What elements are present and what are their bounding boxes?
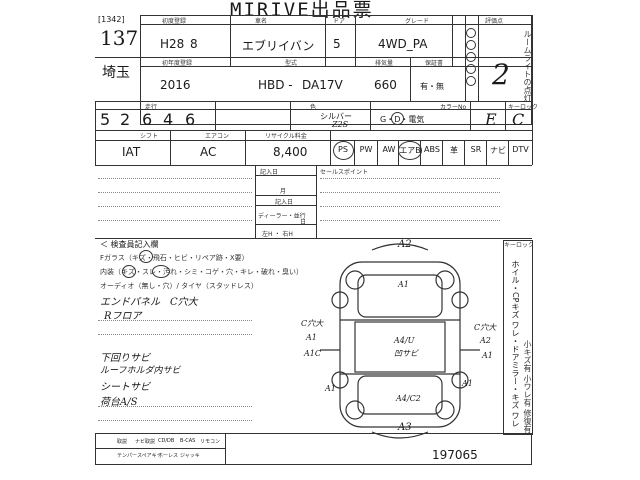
equip-pw: PW xyxy=(359,145,373,154)
barcode-number: 197065 xyxy=(432,448,478,462)
interior-line: 内装（キズ・スレ・汚れ・シミ・コゲ・穴・キレ・破れ・臭い） xyxy=(100,268,303,276)
mark-left-mid: A1C xyxy=(304,349,321,358)
footer-label-7: スペアキー xyxy=(137,453,162,459)
color-code: Z2S xyxy=(332,120,349,129)
dealer-label: ディーラー・並行 xyxy=(258,213,306,220)
mark-left-front2: A1 xyxy=(306,333,317,342)
mark-right-front: C穴大 xyxy=(474,323,497,332)
year-month: 8 xyxy=(190,37,198,51)
equip-dtv: DTV xyxy=(512,145,529,154)
note-line-3: 下回りサビ xyxy=(100,353,150,364)
note-line-1: エンドパネル C穴大 xyxy=(100,297,198,308)
overall-score: 2 xyxy=(492,58,510,91)
mark-right-front2: A2 xyxy=(480,336,491,345)
lot-number: 137 xyxy=(100,26,139,50)
handle-label: 左H ・ 右H xyxy=(262,231,293,238)
form-frame xyxy=(140,15,532,125)
mileage-digit-2: 2 xyxy=(120,110,131,129)
mileage-digit-1: 5 xyxy=(100,110,111,129)
mileage-digit-3: 6 xyxy=(142,110,153,129)
mark-hood: A1 xyxy=(398,280,409,289)
mark-center2: 凹サビ xyxy=(394,349,418,358)
equip-navi: ナビ xyxy=(490,146,506,155)
car-diagram xyxy=(320,243,480,439)
note-line-4: ルーフホルダ内サビ xyxy=(100,366,181,376)
shift-value: IAT xyxy=(122,145,141,159)
model-year: 2016 xyxy=(160,78,191,92)
doors-value: 5 xyxy=(333,37,341,51)
mileage-digit-5: 6 xyxy=(185,110,196,129)
lot-code: [1342] xyxy=(98,15,125,24)
footer-label-8: ホーレス xyxy=(158,453,179,459)
audio-line: オーディオ（無し・穴）/ タイヤ（スタッドレス） xyxy=(100,282,258,290)
model-code: DA17V xyxy=(302,78,343,92)
mark-rear: A4/C2 xyxy=(396,394,421,403)
side-box-key: キーロック xyxy=(504,242,535,249)
equip-leather: 革 xyxy=(450,146,458,155)
displacement: 660 xyxy=(374,78,397,92)
exterior-grade: C xyxy=(512,110,525,129)
interior-grade: E xyxy=(485,110,497,129)
equip-sr: SR xyxy=(470,145,482,154)
mark-right-mid: A1 xyxy=(482,351,493,360)
footer-label-1: 取説 xyxy=(117,439,128,445)
car-name: エブリイバン xyxy=(242,39,315,53)
mark-left-front: C穴大 xyxy=(301,319,324,328)
note-line-6: 荷台A/S xyxy=(100,397,138,408)
note-line-5: シートサビ xyxy=(100,382,150,393)
glass-line: Fガラス（キズ・飛石・ヒビ・リペア跡・X要） xyxy=(100,254,249,262)
mark-center: A4/U xyxy=(394,336,415,345)
footer-label-2: ナビ取説 xyxy=(135,439,156,445)
footer-label-5: リモコン xyxy=(200,439,221,445)
inspector-note-label: ＜ 検査員記入欄 xyxy=(100,240,159,249)
mark-right-rear: A1 xyxy=(462,379,473,388)
mark-bottom: A3 xyxy=(398,422,412,433)
year-era: H28 xyxy=(160,37,185,51)
footer-label-4: B-CAS xyxy=(180,438,196,444)
footer-label-3: CD/DB xyxy=(158,438,175,444)
footer-label-9: ジャッキ xyxy=(180,453,200,459)
grade-value: 4WD_PA xyxy=(378,37,428,51)
note-line-2: Rフロア xyxy=(104,311,142,322)
equip-side-label: ルームライトの点灯 xyxy=(523,30,532,102)
lot-region: 埼玉 xyxy=(102,65,130,81)
side-box-bottom: 小キズ有 小ワレ有 修復有 xyxy=(523,340,532,434)
mileage-digit-4: 4 xyxy=(163,110,174,129)
model-prefix: HBD - xyxy=(258,78,293,92)
footer-label-6: テンパー xyxy=(117,453,138,459)
mark-left-rear: A1 xyxy=(325,384,336,393)
color-value: シルバー xyxy=(320,112,352,121)
mark-top: A2 xyxy=(398,239,412,250)
equip-abs: ABS xyxy=(424,145,440,154)
side-box-label: ホイル・CPキズ ワレ・ドアミラー・キズ ワレ xyxy=(511,260,520,428)
equip-aw: AW xyxy=(382,145,396,154)
recycle-fee: 8,400 xyxy=(273,145,308,159)
warranty-value: 有・無 xyxy=(420,82,444,91)
aircon-value: AC xyxy=(200,145,217,159)
